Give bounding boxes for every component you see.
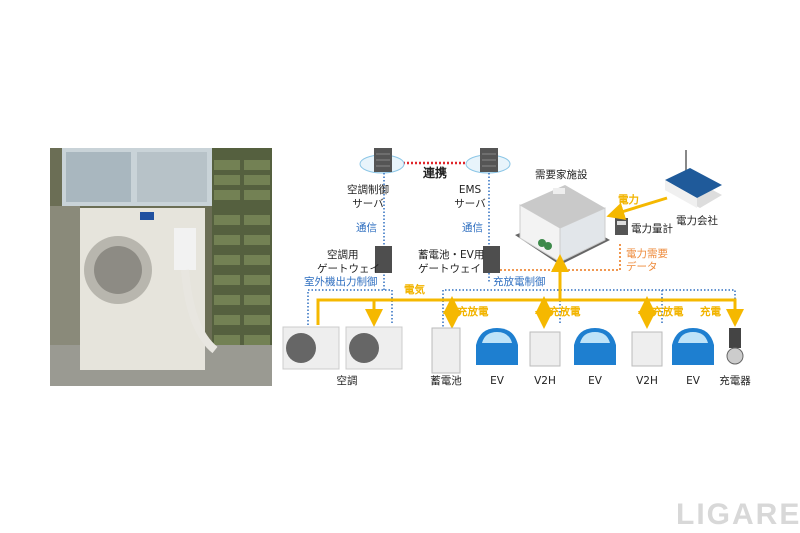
device-label-ev-1: EV: [490, 375, 504, 387]
ems-server-label-1: EMS: [458, 184, 482, 196]
ac-gateway-label-1: 空調用: [327, 249, 359, 261]
device-label-v2h-1: V2H: [534, 375, 556, 387]
charge-discharge-label-1: 充放電: [457, 306, 489, 318]
device-label-ev-2: EV: [588, 375, 602, 387]
ev-icon: [476, 328, 714, 365]
device-label-ac: 空調: [336, 375, 358, 387]
outdoor-unit-photo: [50, 148, 272, 386]
device-label-battery: 蓄電池: [430, 375, 462, 387]
battery-ev-gateway-label-1: 蓄電池・EV用: [418, 249, 485, 261]
communication-lines: [307, 173, 736, 330]
ac-server-label-1: 空調制御: [347, 184, 389, 196]
ems-server-label-2: サーバ: [454, 198, 486, 210]
outdoor-unit-control-label: 室外機出力制御: [304, 276, 378, 288]
charge-discharge-label-3: 充放電: [652, 306, 684, 318]
electricity-label: 電気: [404, 284, 425, 296]
device-label-charger: 充電器: [719, 375, 751, 387]
watermark-logo: LIGARE: [676, 498, 800, 531]
power-meter-icon: [615, 218, 628, 235]
charge-label: 充電: [700, 306, 721, 318]
power-company-label: 電力会社: [676, 215, 718, 227]
power-label: 電力: [618, 194, 639, 206]
comm-label-ac: 通信: [356, 222, 377, 234]
device-label-ev-3: EV: [686, 375, 700, 387]
facility-building-icon: [515, 185, 610, 265]
device-label-v2h-2: V2H: [636, 375, 658, 387]
power-meter-label: 電力量計: [631, 223, 673, 235]
ac-server-icon: [359, 148, 405, 174]
ems-server-icon: [465, 148, 511, 174]
demand-data-label-2: データ: [626, 261, 658, 273]
ac-server-label-2: サーバ: [352, 198, 384, 210]
power-company-icon: [665, 150, 722, 208]
charge-discharge-label-2: 充放電: [549, 306, 581, 318]
ac-gateway-label-2: ゲートウェイ: [317, 263, 380, 275]
battery-ev-gateway-icon: [483, 246, 500, 273]
demand-data-label-1: 電力需要: [626, 248, 668, 260]
battery-ev-gateway-label-2: ゲートウェイ: [418, 263, 481, 275]
v2h-icon: [529, 331, 663, 367]
ac-gateway-icon: [375, 246, 392, 273]
charger-icon: [726, 328, 744, 365]
facility-label: 需要家施設: [535, 169, 588, 181]
comm-label-ems: 通信: [462, 222, 483, 234]
demand-data-line: [500, 243, 621, 271]
link-label: 連携: [423, 166, 448, 180]
charge-discharge-control-label: 充放電制御: [493, 276, 546, 288]
storage-battery-icon: [431, 327, 461, 374]
air-conditioner-icon: [282, 326, 403, 370]
